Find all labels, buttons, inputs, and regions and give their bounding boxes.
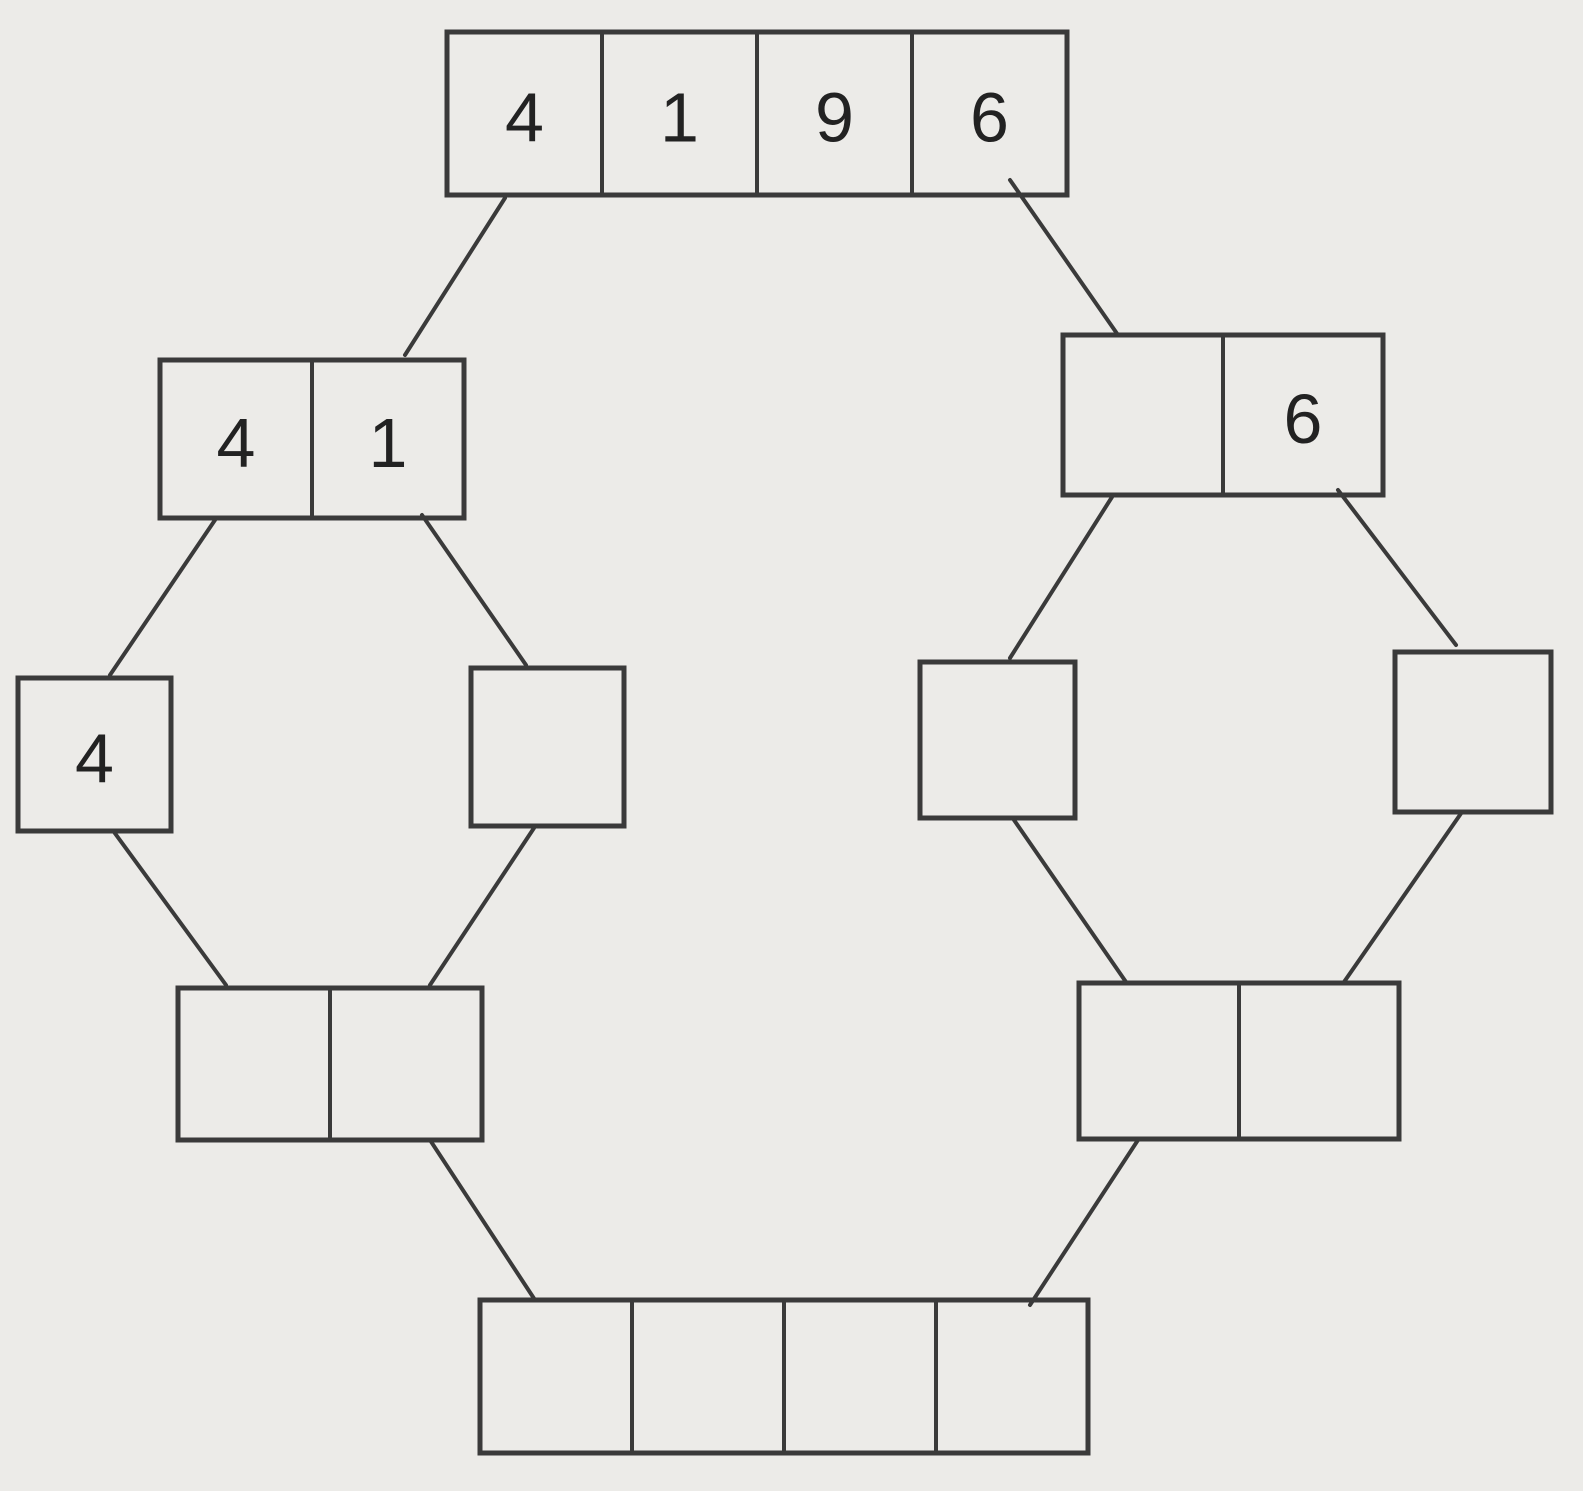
array-outline-left-right-leaf [468, 665, 627, 829]
cell-value: 6 [970, 79, 1009, 157]
connector-right-right-leaf-to-right-merged [1342, 810, 1464, 984]
array-node-left-left-leaf: 4 [15, 675, 174, 834]
cell-value: 4 [75, 720, 114, 798]
cell-value: 1 [369, 404, 408, 482]
connector-right-left-leaf-to-right-merged [1012, 818, 1128, 984]
cell-value: 4 [505, 79, 544, 157]
connector-left-half-to-left-leaf [108, 518, 217, 677]
cell-value: 1 [660, 79, 699, 157]
connector-right-half-to-left-leaf [1008, 495, 1114, 660]
array-node-final-merged [477, 1297, 1091, 1456]
connector-left-merged-to-final [428, 1138, 537, 1302]
cell-value: 6 [1284, 380, 1323, 458]
array-node-right-half: 6 [1060, 332, 1386, 498]
connector-root-to-left-half [403, 196, 507, 357]
array-node-root: 4 1 9 6 [444, 29, 1070, 198]
array-node-right-merged [1076, 980, 1402, 1142]
connector-left-half-to-right-leaf [420, 513, 528, 667]
connector-right-half-to-right-leaf [1336, 488, 1458, 647]
array-outline-right-right-leaf [1392, 649, 1554, 815]
array-node-left-right-leaf [468, 665, 627, 829]
array-node-right-left-leaf [917, 659, 1078, 821]
array-node-left-merged [175, 985, 485, 1143]
connector-right-leaf-to-left-merged [428, 826, 536, 987]
array-outline-right-left-leaf [917, 659, 1078, 821]
cell-value: 4 [217, 404, 256, 482]
cell-value: 9 [815, 79, 854, 157]
array-outline-left-left-leaf [15, 675, 174, 834]
array-node-right-right-leaf [1392, 649, 1554, 815]
connectors [108, 178, 1464, 1307]
connector-right-merged-to-final [1028, 1138, 1140, 1307]
connector-root-to-right-half [1008, 178, 1120, 337]
connector-left-leaf-to-left-merged [112, 830, 228, 987]
